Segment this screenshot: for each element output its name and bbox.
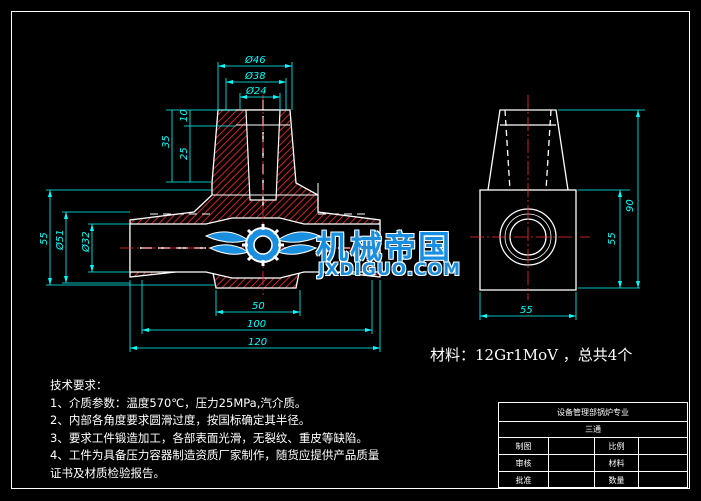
watermark-sub-text: JXDIGUO.COM [318, 260, 462, 280]
drawing-frame [11, 11, 690, 489]
dim-d24: Ø24 [245, 85, 267, 97]
tb-unit: 设备管理部锅炉专业 [557, 407, 629, 417]
tech-item-4: 4、工件为具备压力容器制造资质厂家制作，随货应提供产品质量 [50, 448, 380, 462]
dim-w50: 50 [252, 301, 265, 312]
side-dimensions [479, 109, 645, 320]
dim-d51: Ø51 [54, 229, 66, 251]
tech-item-3: 3、要求工件锻造加工，各部表面光滑，无裂纹、重皮等缺陷。 [50, 430, 368, 445]
tb-row-unit: 设备管理部锅炉专业 [499, 403, 687, 421]
dim-side-h55: 55 [607, 232, 618, 245]
dim-d32: Ø32 [80, 231, 92, 253]
front-dimensions [46, 62, 381, 352]
dim-h35: 35 [161, 135, 172, 148]
watermark-emblem [204, 224, 322, 266]
dim-side-h90: 90 [625, 199, 636, 212]
tb-row-approve: 批准 数量 [499, 471, 687, 488]
tech-heading: 技术要求： [50, 378, 108, 392]
side-neck [487, 109, 569, 191]
dim-h10: 10 [179, 109, 190, 122]
tech-item-5: 证书及材质检验报告。 [50, 465, 165, 480]
dim-d38: Ø38 [244, 70, 266, 82]
dim-d46: Ø46 [244, 54, 266, 66]
side-dimension-arrows [480, 110, 640, 318]
tb-drawn-label: 制图 [499, 438, 549, 454]
tb-check-label: 审核 [499, 455, 549, 471]
tech-item-2: 2、内部各角度要求圆滑过度，按国标确定其半径。 [50, 413, 311, 427]
tb-scale-label: 比例 [594, 438, 639, 454]
tech-item-1: 1、介质参数：温度570℃，压力25MPa,汽介质。 [50, 395, 307, 410]
dim-w120: 120 [248, 337, 267, 348]
title-block: 设备管理部锅炉专业 三通 制图 比例 审核 材料 批准 数量 [498, 402, 688, 488]
front-dimension-arrows [48, 64, 380, 350]
watermark-main-text: 机械帝国 [316, 228, 453, 266]
tb-approve-label: 批准 [499, 472, 549, 488]
tech-requirements: 技术要求： 1、介质参数：温度570℃，压力25MPa,汽介质。 2、内部各角度… [50, 377, 379, 482]
side-centerlines [470, 95, 590, 300]
tb-part-name: 三通 [585, 425, 601, 434]
tb-row-drawn: 制图 比例 [499, 437, 687, 454]
dim-side-w55: 55 [520, 305, 533, 316]
side-dimension-labels: 55 55 90 [520, 199, 636, 316]
material-note: 材料：12Gr1MoV ，总共4个 [430, 346, 633, 364]
tb-qty-label: 数量 [594, 472, 639, 488]
dim-v55: 55 [39, 232, 50, 245]
dim-h25: 25 [179, 147, 190, 160]
tb-row-check: 审核 材料 [499, 454, 687, 471]
tb-material-label: 材料 [594, 455, 639, 471]
tb-row-part: 三通 [499, 421, 687, 437]
dim-w100: 100 [247, 319, 266, 330]
front-dimension-labels: Ø46 Ø38 Ø24 35 25 10 55 Ø51 Ø32 50 100 1… [39, 54, 267, 348]
